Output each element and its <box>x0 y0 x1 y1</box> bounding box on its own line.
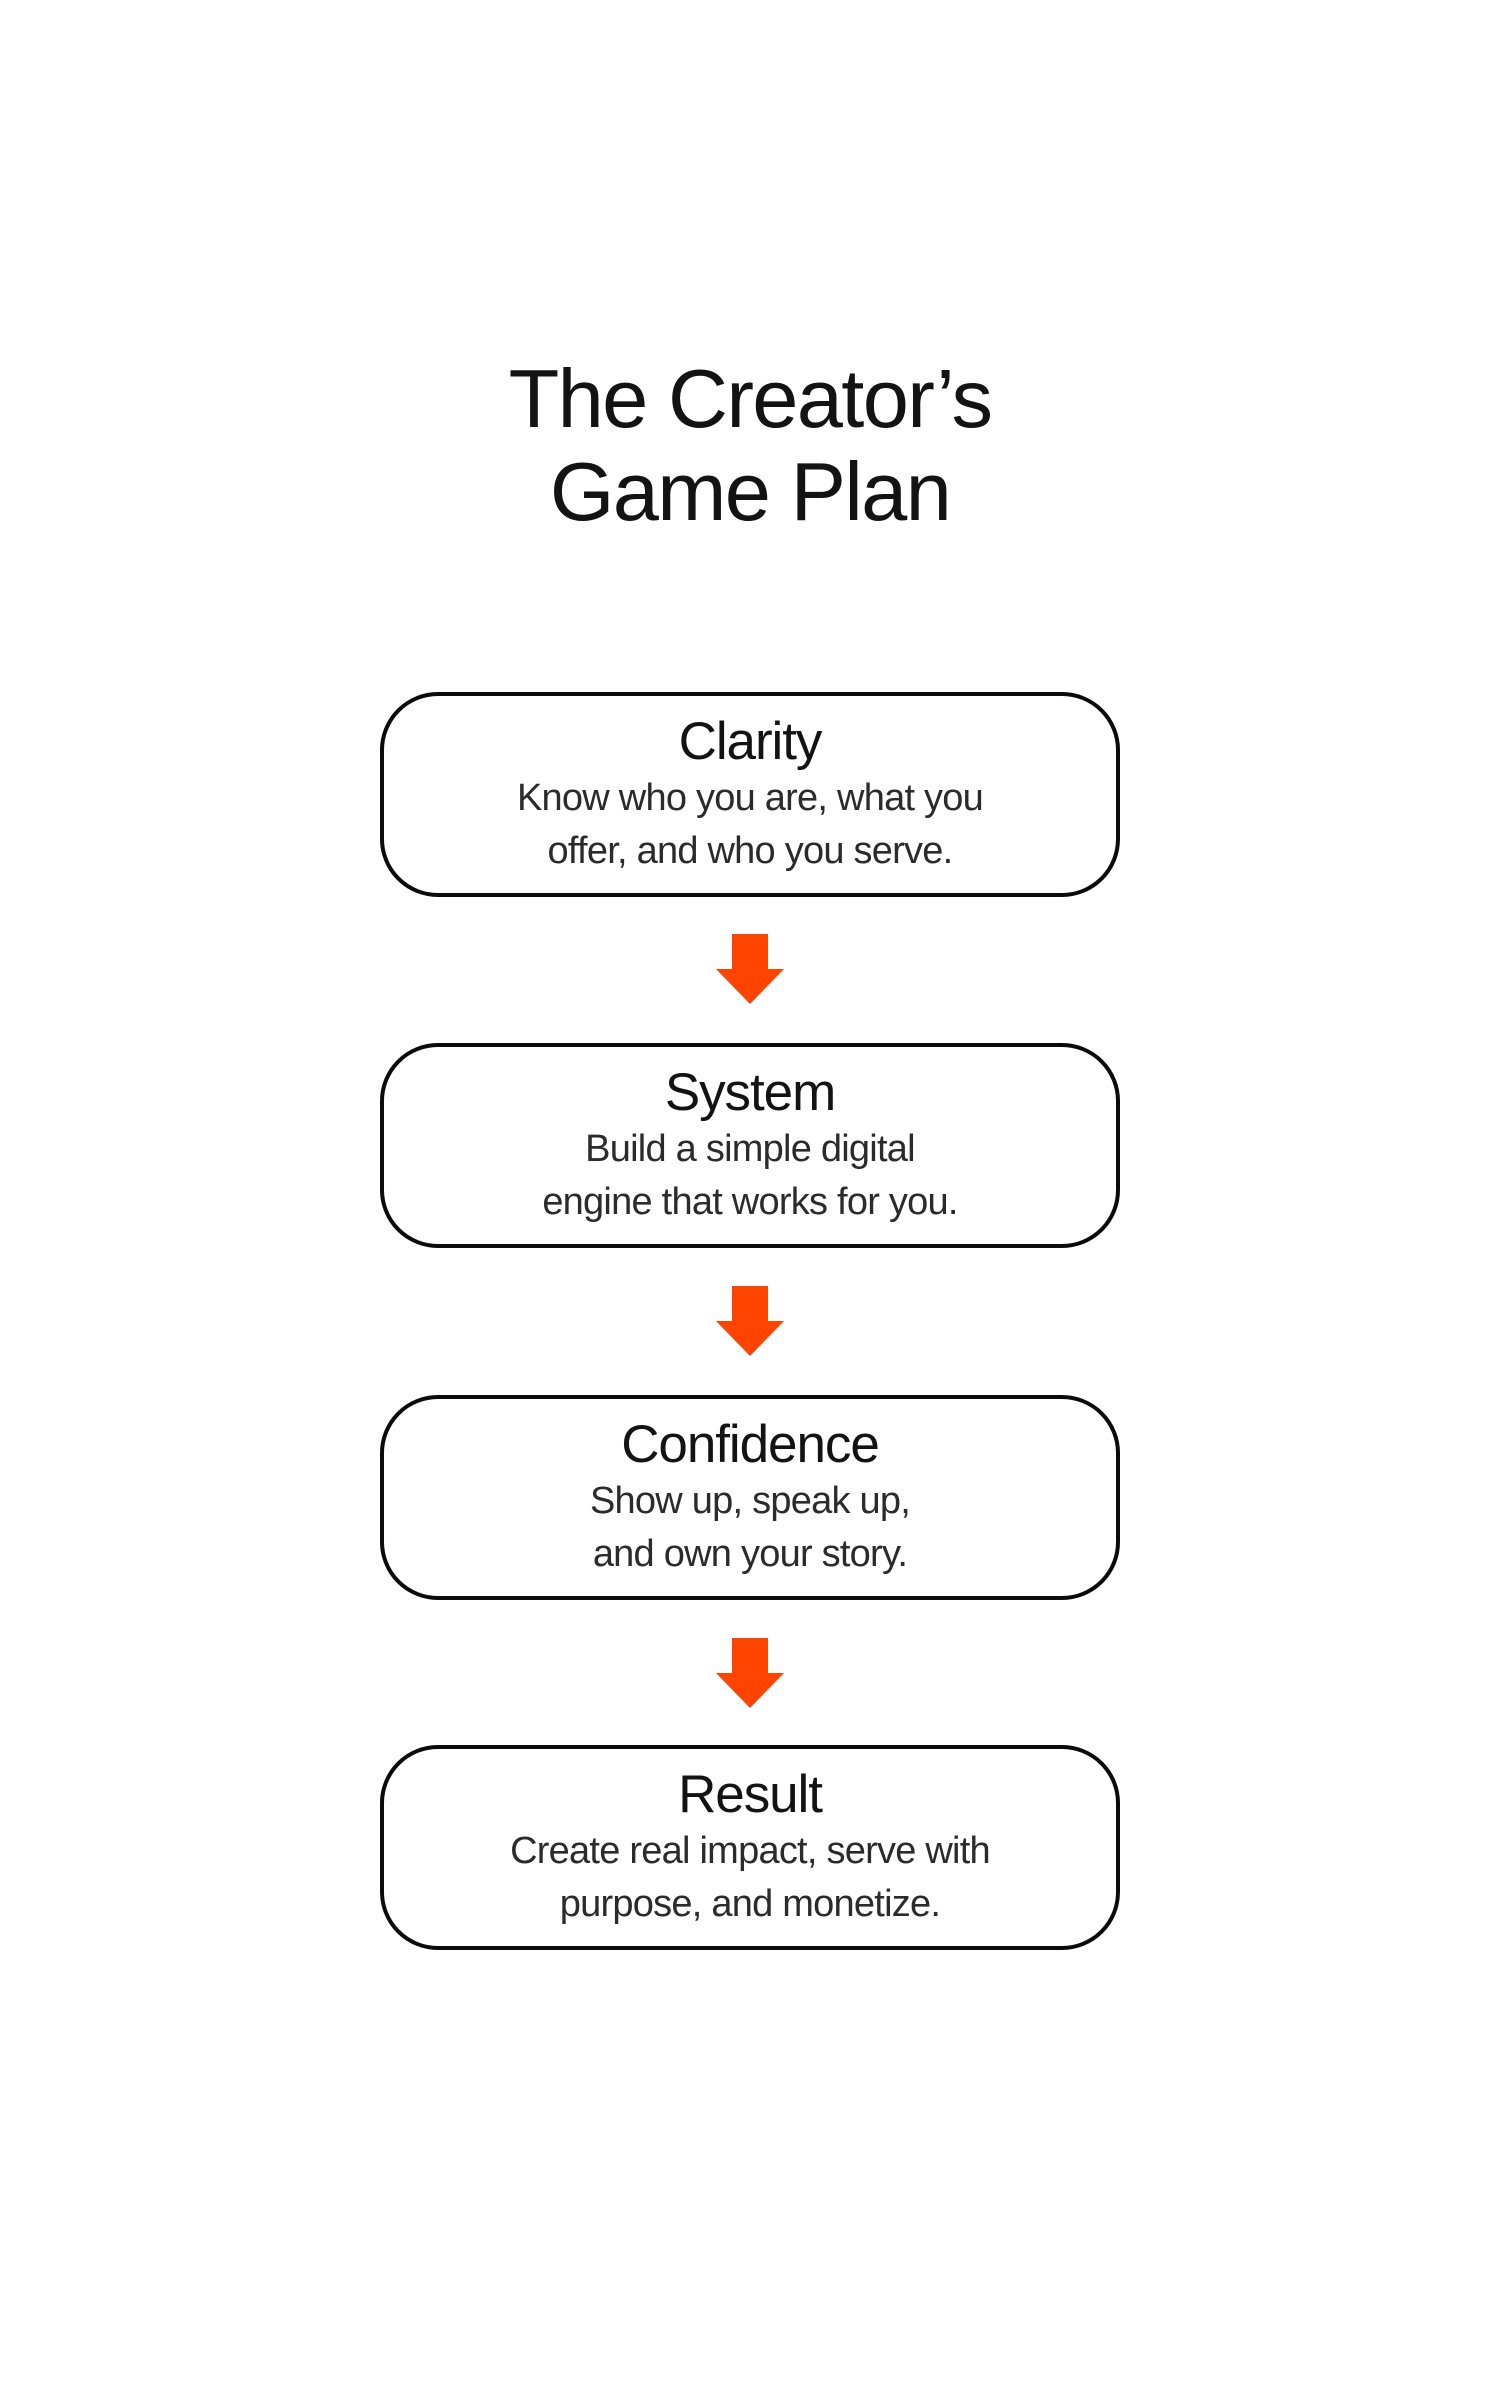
step-body-confidence: Show up, speak up, and own your story. <box>589 1475 911 1581</box>
step-box-system: System Build a simple digital engine tha… <box>380 1043 1120 1248</box>
step-heading-clarity: Clarity <box>678 711 823 771</box>
down-arrow-shape <box>716 1638 784 1708</box>
page-title-line-1: The Creator’s <box>508 352 993 445</box>
down-arrow-icon <box>716 1638 784 1708</box>
step-body-clarity: Know who you are, what you offer, and wh… <box>516 772 984 878</box>
step-body-system: Build a simple digital engine that works… <box>542 1123 958 1229</box>
down-arrow-icon <box>716 1286 784 1356</box>
down-arrow-shape <box>716 1286 784 1356</box>
step-body-line: Know who you are, what you <box>516 776 984 819</box>
step-body-line: Build a simple digital <box>585 1127 915 1170</box>
step-box-confidence: Confidence Show up, speak up, and own yo… <box>380 1395 1120 1600</box>
step-heading-confidence: Confidence <box>621 1414 880 1474</box>
step-body-line: offer, and who you serve. <box>547 829 954 872</box>
step-body-line: purpose, and monetize. <box>559 1882 941 1925</box>
step-heading-system: System <box>664 1062 836 1122</box>
step-heading-result: Result <box>678 1764 823 1824</box>
step-body-line: and own your story. <box>592 1532 908 1575</box>
down-arrow-shape <box>716 934 784 1004</box>
down-arrow-icon <box>716 934 784 1004</box>
step-body-line: engine that works for you. <box>542 1180 958 1223</box>
step-body-result: Create real impact, serve with purpose, … <box>510 1825 991 1931</box>
step-box-result: Result Create real impact, serve with pu… <box>380 1745 1120 1950</box>
step-body-line: Create real impact, serve with <box>510 1829 991 1872</box>
step-body-line: Show up, speak up, <box>589 1479 911 1522</box>
page-title: The Creator’s Game Plan <box>0 352 1500 538</box>
page-title-line-2: Game Plan <box>549 445 952 538</box>
step-box-clarity: Clarity Know who you are, what you offer… <box>380 692 1120 897</box>
